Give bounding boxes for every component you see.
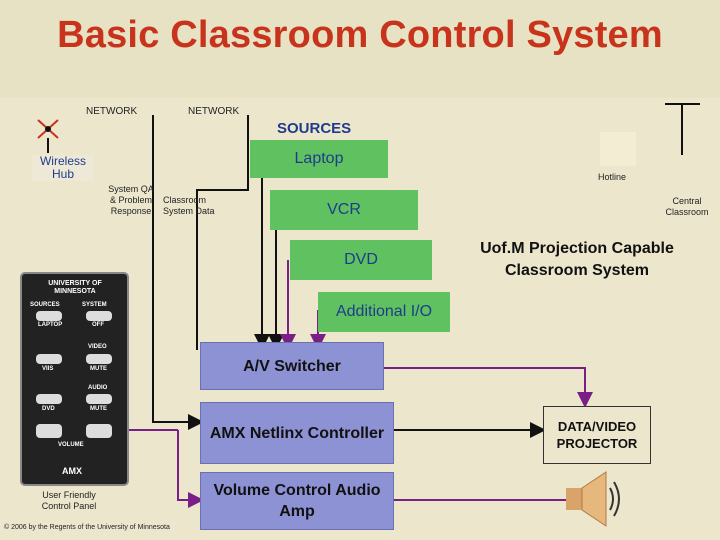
speaker-icon (566, 471, 620, 527)
sources-heading: SOURCES (277, 120, 352, 137)
panel-vis-button[interactable] (36, 354, 62, 364)
projection-capable-caption: Uof.M Projection Capable Classroom Syste… (480, 240, 674, 279)
network-to-amx-line (152, 115, 204, 430)
amx-controller-box: AMX Netlinx Controller (200, 402, 394, 464)
user-panel-label: User Friendly Control Panel (41, 490, 97, 511)
av-switcher-box: A/V Switcher (200, 342, 384, 390)
hotline-phone-icon (600, 132, 636, 166)
network-left-label: NETWORK (86, 106, 138, 117)
dvd-source-box: DVD (290, 240, 432, 280)
laptop-source-box: Laptop (250, 140, 388, 178)
classroom-data-label: Classroom System Data (163, 195, 215, 216)
panel-to-amp-line (177, 430, 204, 508)
panel-dvd-label: DVD (42, 406, 55, 412)
panel-audio-label: AUDIO (88, 385, 108, 391)
panel-video-mute-button[interactable] (86, 354, 112, 364)
panel-audio-mute-button[interactable] (86, 394, 112, 404)
panel-university-label: UNIVERSITY OF MINNESOTA (48, 280, 102, 295)
panel-system-label: SYSTEM (82, 302, 107, 308)
network-right-label: NETWORK (188, 106, 240, 117)
central-classroom-label: Central Classroom (665, 196, 709, 217)
panel-mute2-label: MUTE (90, 406, 107, 412)
panel-laptop-button[interactable] (36, 311, 62, 321)
switcher-to-projector-line (382, 367, 593, 408)
panel-laptop-label: LAPTOP (38, 322, 63, 328)
panel-video-label: VIDEO (88, 344, 107, 350)
title-band (0, 0, 720, 98)
network-right-line (196, 115, 249, 350)
hotline-label: Hotline (598, 172, 627, 182)
system-qa-label: System QA & Problem Response (108, 184, 154, 216)
projector-box: DATA/VIDEO PROJECTOR (543, 406, 651, 464)
panel-sources-label: SOURCES (30, 302, 60, 308)
central-classroom-line (665, 103, 700, 155)
panel-vis-label: VIIS (42, 366, 54, 372)
wireless-hub-label: Wireless Hub (32, 155, 94, 181)
panel-mute-label: MUTE (90, 366, 107, 372)
amx-control-panel: UNIVERSITY OF MINNESOTA SOURCES SYSTEM L… (20, 272, 129, 486)
page-title: Basic Classroom Control System (57, 14, 663, 56)
volume-amp-box: Volume Control Audio Amp (200, 472, 394, 530)
panel-volume-label: VOLUME (58, 442, 84, 448)
panel-volume-up-button[interactable] (86, 424, 112, 438)
wireless-antenna-icon (37, 119, 59, 153)
additional-io-box: Additional I/O (318, 292, 450, 332)
copyright-text: © 2006 by the Regents of the University … (4, 524, 170, 531)
panel-volume-down-button[interactable] (36, 424, 62, 438)
panel-off-label: OFF (92, 322, 104, 328)
panel-dvd-button[interactable] (36, 394, 62, 404)
panel-brand-logo: AMX (62, 466, 82, 476)
vcr-source-box: VCR (270, 190, 418, 230)
panel-off-button[interactable] (86, 311, 112, 321)
